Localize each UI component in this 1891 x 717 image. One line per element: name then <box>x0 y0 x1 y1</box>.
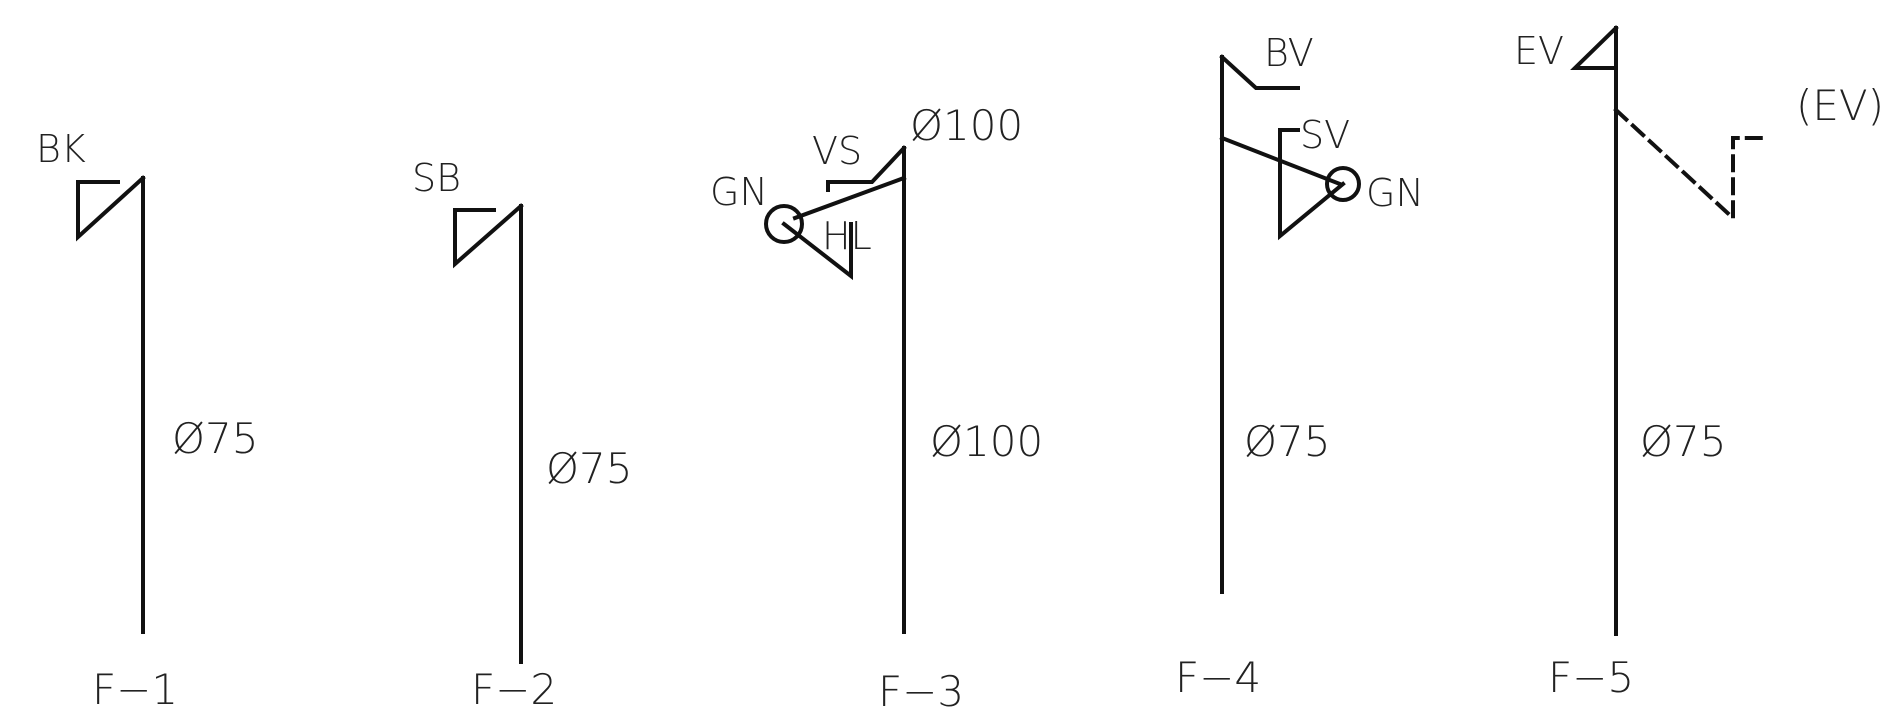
riser-f4-sv-label: SV <box>1300 113 1350 157</box>
riser-f5-ev-dashed-label: (EV) <box>1796 81 1884 130</box>
riser-f3-gn-label: GN <box>710 170 768 214</box>
riser-f1: BK Ø75 F−1 <box>36 127 259 714</box>
riser-f3-gn-circle <box>764 204 804 244</box>
riser-f3-diameter: Ø100 <box>930 417 1043 466</box>
riser-f3-top-diameter: Ø100 <box>910 101 1023 150</box>
riser-f2-fitting-symbol <box>453 203 524 269</box>
riser-f5: EV (EV) Ø75 F−5 <box>1514 25 1884 702</box>
riser-f1-fitting-label: BK <box>36 127 86 171</box>
riser-f4-label: F−4 <box>1175 653 1261 702</box>
riser-f3-vs-label: VS <box>812 129 862 173</box>
riser-f5-label: F−5 <box>1548 653 1634 702</box>
riser-f4: BV SV GN Ø75 F−4 <box>1175 31 1424 702</box>
riser-f4-bv-fitting <box>1219 54 1300 90</box>
riser-f3-label: F−3 <box>878 667 964 716</box>
riser-f2-fitting-label: SB <box>412 156 461 200</box>
riser-f3-hl-symbol <box>781 221 853 281</box>
riser-f5-dashed-branch <box>1613 107 1766 223</box>
riser-f3-branch-line <box>792 175 907 221</box>
riser-f4-gn-circle <box>1325 166 1361 202</box>
riser-f4-sv-symbol <box>1278 128 1346 241</box>
riser-f1-label: F−1 <box>92 665 178 714</box>
riser-f2: SB Ø75 F−2 <box>412 156 633 714</box>
riser-f4-bv-label: BV <box>1264 31 1314 75</box>
riser-f5-ev-label: EV <box>1514 29 1564 73</box>
riser-f1-fitting-symbol <box>76 175 146 242</box>
riser-f4-diameter: Ø75 <box>1244 417 1331 466</box>
riser-f4-gn-label: GN <box>1366 171 1424 215</box>
riser-f2-diameter: Ø75 <box>546 444 633 493</box>
riser-f5-diameter: Ø75 <box>1640 417 1727 466</box>
riser-f1-diameter: Ø75 <box>172 414 259 463</box>
riser-f3: Ø100 VS GN HL Ø100 F−3 <box>710 101 1043 716</box>
riser-f3-vent-fitting <box>826 145 907 192</box>
riser-f2-label: F−2 <box>471 665 557 714</box>
riser-f3-hl-label: HL <box>822 214 872 258</box>
riser-f5-ev-fitting <box>1570 25 1619 70</box>
